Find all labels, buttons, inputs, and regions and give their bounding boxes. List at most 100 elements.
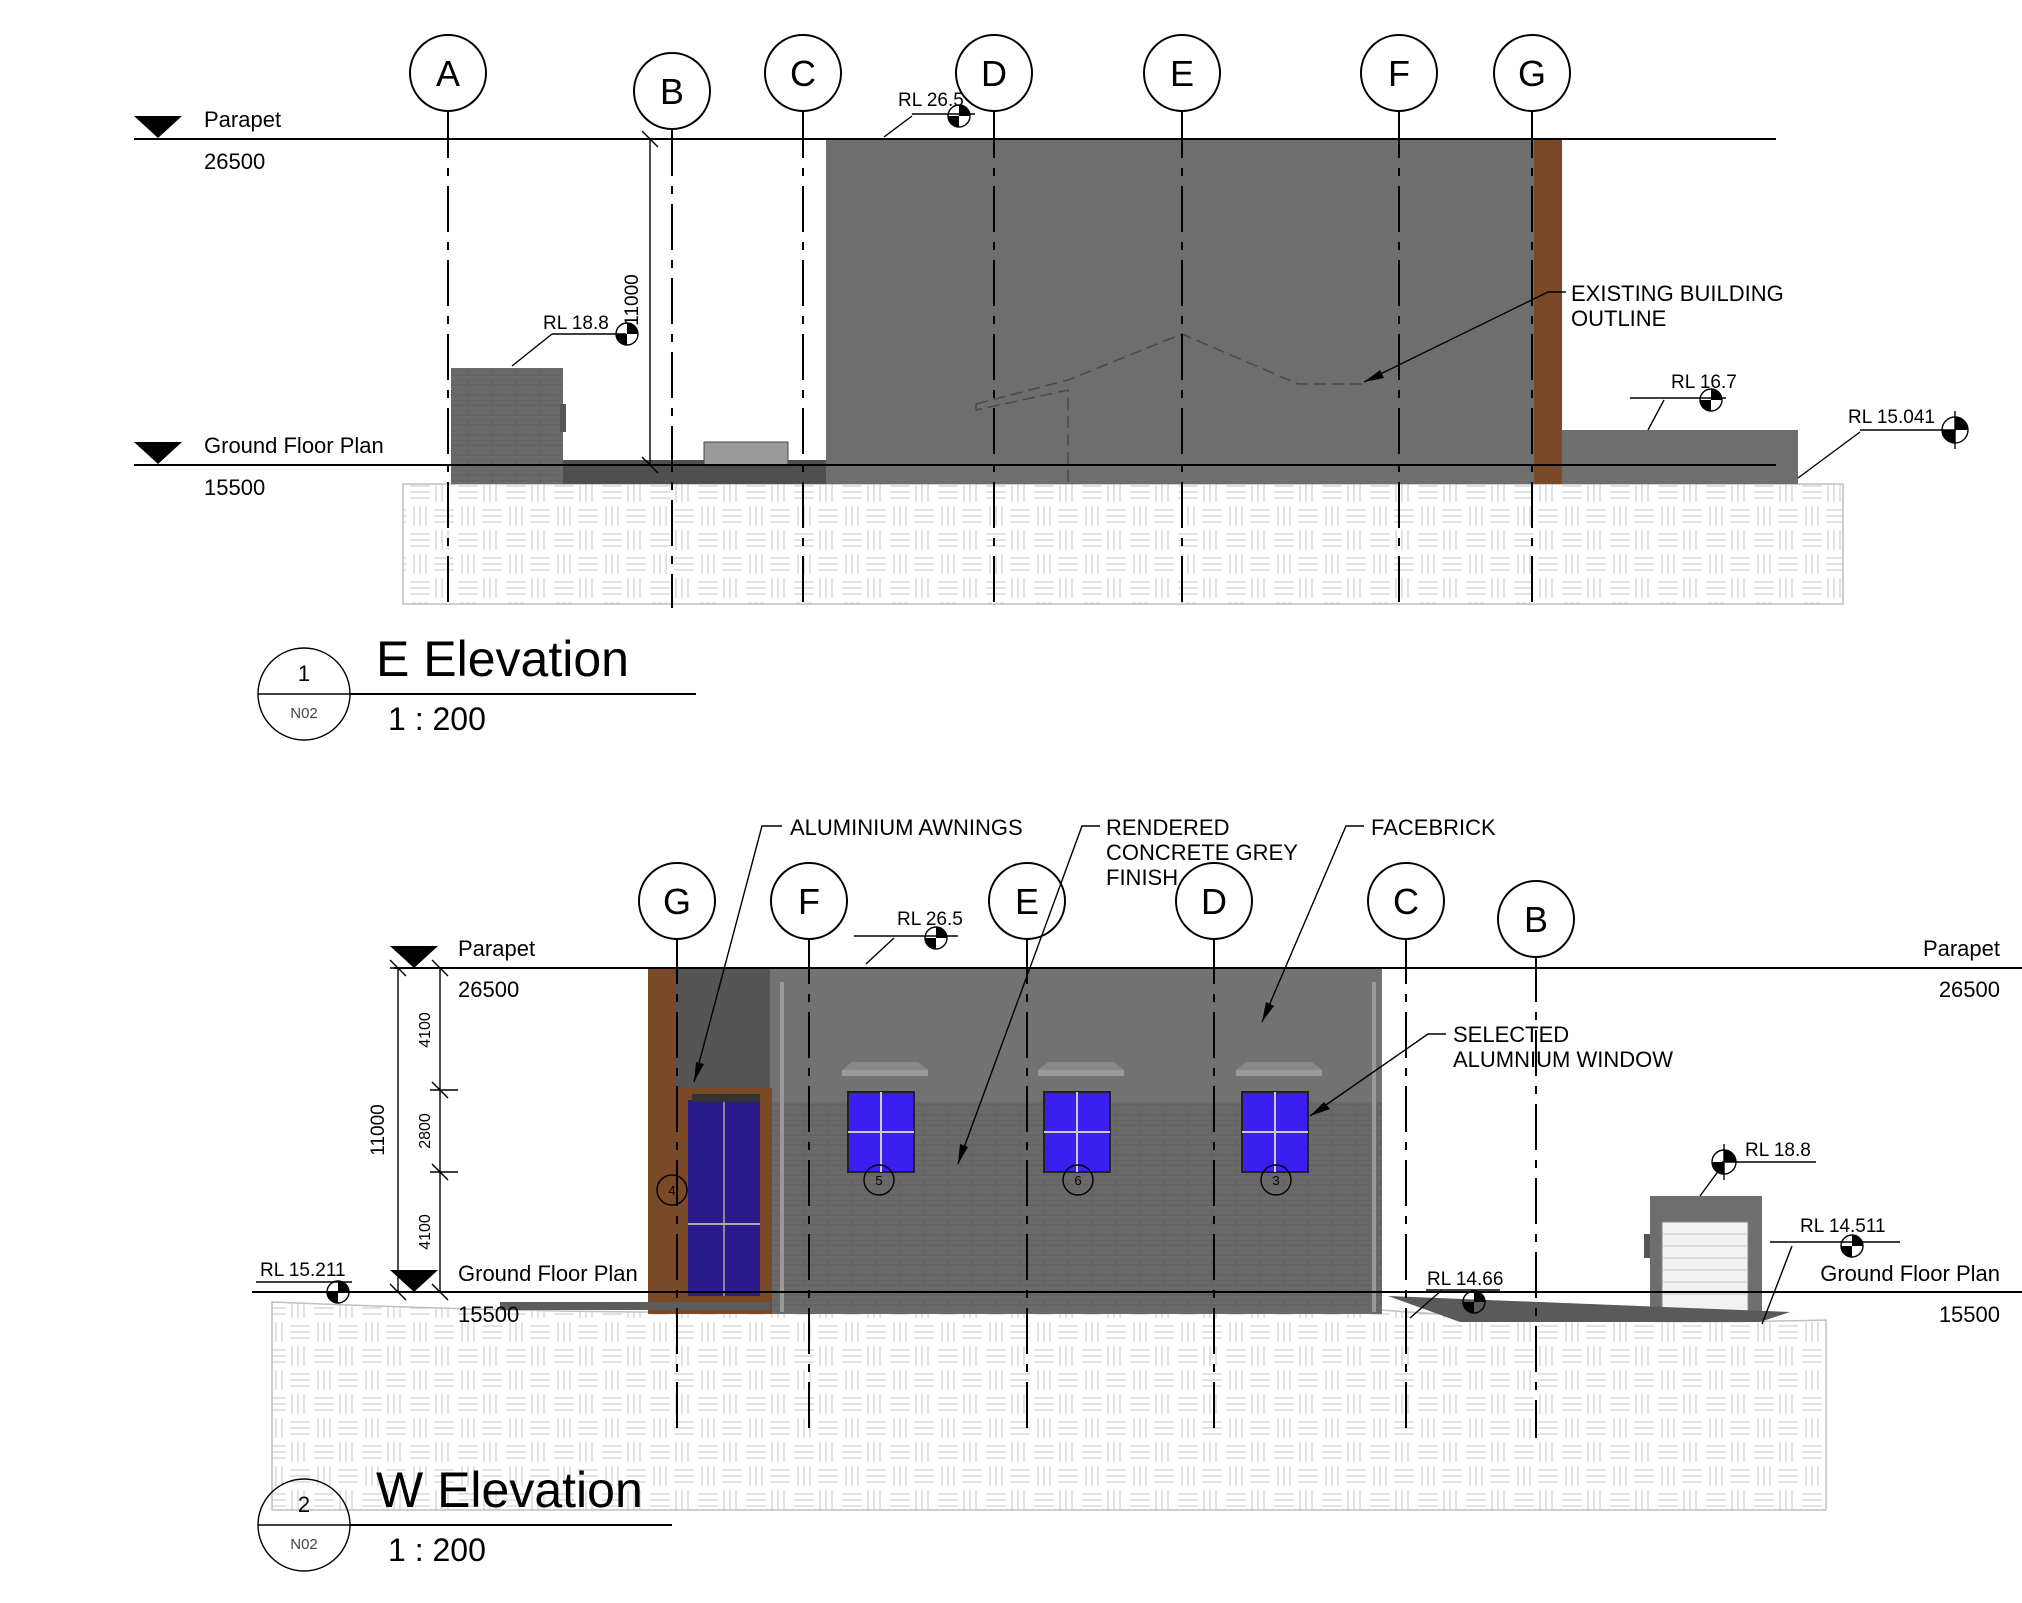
w-entry-awning: [692, 1094, 760, 1102]
w-spot-level-15-211: RL 15.211: [256, 1260, 352, 1304]
e-grid-label-e: E: [1170, 53, 1194, 94]
w-view-number: 2: [298, 1492, 310, 1517]
e-ground-level-name: Ground Floor Plan: [204, 433, 384, 458]
w-spot-level-18-8: RL 18.8: [1699, 1140, 1816, 1197]
w-grid-lines: [676, 938, 1537, 1438]
w-parapet-level-value-right: 26500: [1939, 977, 2000, 1002]
w-spot-level-text-26-5: RL 26.5: [897, 909, 963, 930]
e-view-title: E Elevation: [376, 631, 629, 687]
e-spot-level-text-18-8: RL 18.8: [543, 313, 609, 334]
e-ground: [402, 483, 1844, 605]
e-grid-label-c: C: [790, 53, 816, 94]
e-grid-label-a: A: [436, 53, 460, 94]
w-spot-level-14-66: RL 14.66: [1409, 1269, 1503, 1319]
w-ground-level-value: 15500: [458, 1302, 519, 1327]
e-grid-bubble-a: [409, 34, 487, 112]
e-parapet-level-value: 26500: [204, 149, 265, 174]
e-grid-label-d: D: [981, 53, 1007, 94]
w-dimension-bottom: 4100: [417, 1214, 434, 1250]
w-grid-bubble-f: [770, 862, 848, 940]
e-spot-level-16-7: RL 16.7: [1630, 372, 1737, 431]
e-spot-level-15-041: RL 15.041: [1797, 407, 1969, 479]
w-grid-bubble-d: [1175, 862, 1253, 940]
w-note-window: SELECTED ALUMNIUM WINDOW: [1309, 1022, 1673, 1117]
w-timber-column: [648, 968, 676, 1314]
w-grid-bubble-e: [988, 862, 1066, 940]
w-paving: [1388, 1296, 1790, 1322]
w-spot-level-text-14-66: RL 14.66: [1427, 1269, 1503, 1290]
w-dimension-middle: 2800: [417, 1113, 434, 1149]
w-grid-label-b: B: [1524, 899, 1548, 940]
w-ground-level-head: Ground Floor Plan 15500 Ground Floor Pla…: [390, 1261, 2000, 1327]
w-dimension-overall: 11000: [368, 1104, 389, 1155]
w-note-rendered-line3: FINISH: [1106, 865, 1178, 890]
w-view-title-block: 2 N02 W Elevation 1 : 200: [257, 1462, 672, 1572]
e-main-building: [826, 139, 1544, 484]
w-note-aluminium-awnings: ALUMINIUM AWNINGS: [693, 815, 1023, 1083]
e-plant-box-side: [560, 404, 566, 432]
e-spot-level-26-5: RL 26.5: [883, 90, 975, 138]
e-grid-bubble-d: [955, 34, 1033, 112]
e-ground-level-head: Ground Floor Plan 15500: [134, 433, 384, 500]
e-dimension-11000: 11000: [622, 130, 659, 474]
w-window-tag-5: 5: [875, 1173, 882, 1188]
w-grid-bubble-b: [1497, 880, 1575, 958]
e-low-wing: [1562, 430, 1798, 484]
w-outbuilding: [1644, 1196, 1762, 1315]
e-ground-level-value: 15500: [204, 475, 265, 500]
w-spot-level-26-5: RL 26.5: [854, 909, 963, 965]
w-grid-bubble-c: [1367, 862, 1445, 940]
w-window-5: [842, 1062, 928, 1173]
w-parapet-level-value: 26500: [458, 977, 519, 1002]
w-spot-level-text-18-8: RL 18.8: [1745, 1140, 1811, 1161]
e-grid-label-f: F: [1388, 53, 1410, 94]
e-existing-outline-note: EXISTING BUILDING OUTLINE: [1363, 281, 1784, 383]
w-view-title: W Elevation: [376, 1462, 643, 1518]
w-window-tag-3: 3: [1272, 1173, 1279, 1188]
e-parapet-level-head: Parapet 26500: [134, 107, 281, 174]
e-view-sheet: N02: [290, 705, 318, 722]
e-grid-label-g: G: [1518, 53, 1546, 94]
e-note-line2: OUTLINE: [1571, 306, 1666, 331]
w-roller-door: [1661, 1221, 1749, 1315]
e-grid-bubble-g: [1493, 34, 1571, 112]
e-parapet-level-name: Parapet: [204, 107, 281, 132]
w-note-facebrick-text: FACEBRICK: [1371, 815, 1496, 840]
w-window-3: [1236, 1062, 1322, 1173]
w-downpipe-left: [780, 982, 784, 1312]
w-view-sheet: N02: [290, 1536, 318, 1553]
w-grid-label-c: C: [1393, 881, 1419, 922]
e-note-line1: EXISTING BUILDING: [1571, 281, 1784, 306]
w-note-window-line2: ALUMNIUM WINDOW: [1453, 1047, 1673, 1072]
w-spot-level-14-511: RL 14.511: [1761, 1216, 1900, 1325]
w-grid-label-g: G: [663, 881, 691, 922]
w-parapet-level-name: Parapet: [458, 936, 535, 961]
w-grid-bubble-g: [638, 862, 716, 940]
e-spot-level-18-8: RL 18.8: [511, 313, 639, 367]
e-view-number: 1: [298, 661, 310, 686]
e-grid-bubble-e: [1143, 34, 1221, 112]
w-ground-level-name-right: Ground Floor Plan: [1820, 1261, 2000, 1286]
e-grid-bubble-f: [1360, 34, 1438, 112]
w-window-tag-4: 4: [668, 1183, 675, 1198]
w-elevation: 4 5 6 3 Parapet 26500: [252, 815, 2022, 1572]
e-small-structure: [703, 441, 789, 467]
w-grid-label-d: D: [1201, 881, 1227, 922]
w-parapet-level-head: Parapet 26500 Parapet 26500: [390, 936, 2000, 1002]
w-note-rendered-line2: CONCRETE GREY: [1106, 840, 1298, 865]
w-note-window-line1: SELECTED: [1453, 1022, 1569, 1047]
e-spot-level-text-15-041: RL 15.041: [1848, 407, 1935, 428]
w-path-left: [500, 1302, 770, 1310]
e-spot-level-text-16-7: RL 16.7: [1671, 372, 1737, 393]
w-window-6: [1038, 1062, 1124, 1173]
w-rendered-band: [770, 968, 1382, 1102]
e-grid-label-b: B: [660, 71, 684, 112]
w-grid-label-e: E: [1015, 881, 1039, 922]
w-window-tags: 4 5 6 3: [656, 1164, 1292, 1206]
e-view-scale: 1 : 200: [388, 701, 486, 737]
e-timber-cladding: [1534, 139, 1562, 484]
w-grid-bubbles: G F E D C B: [638, 862, 1575, 958]
w-grid-label-f: F: [798, 881, 820, 922]
e-dimension-text: 11000: [622, 274, 643, 325]
